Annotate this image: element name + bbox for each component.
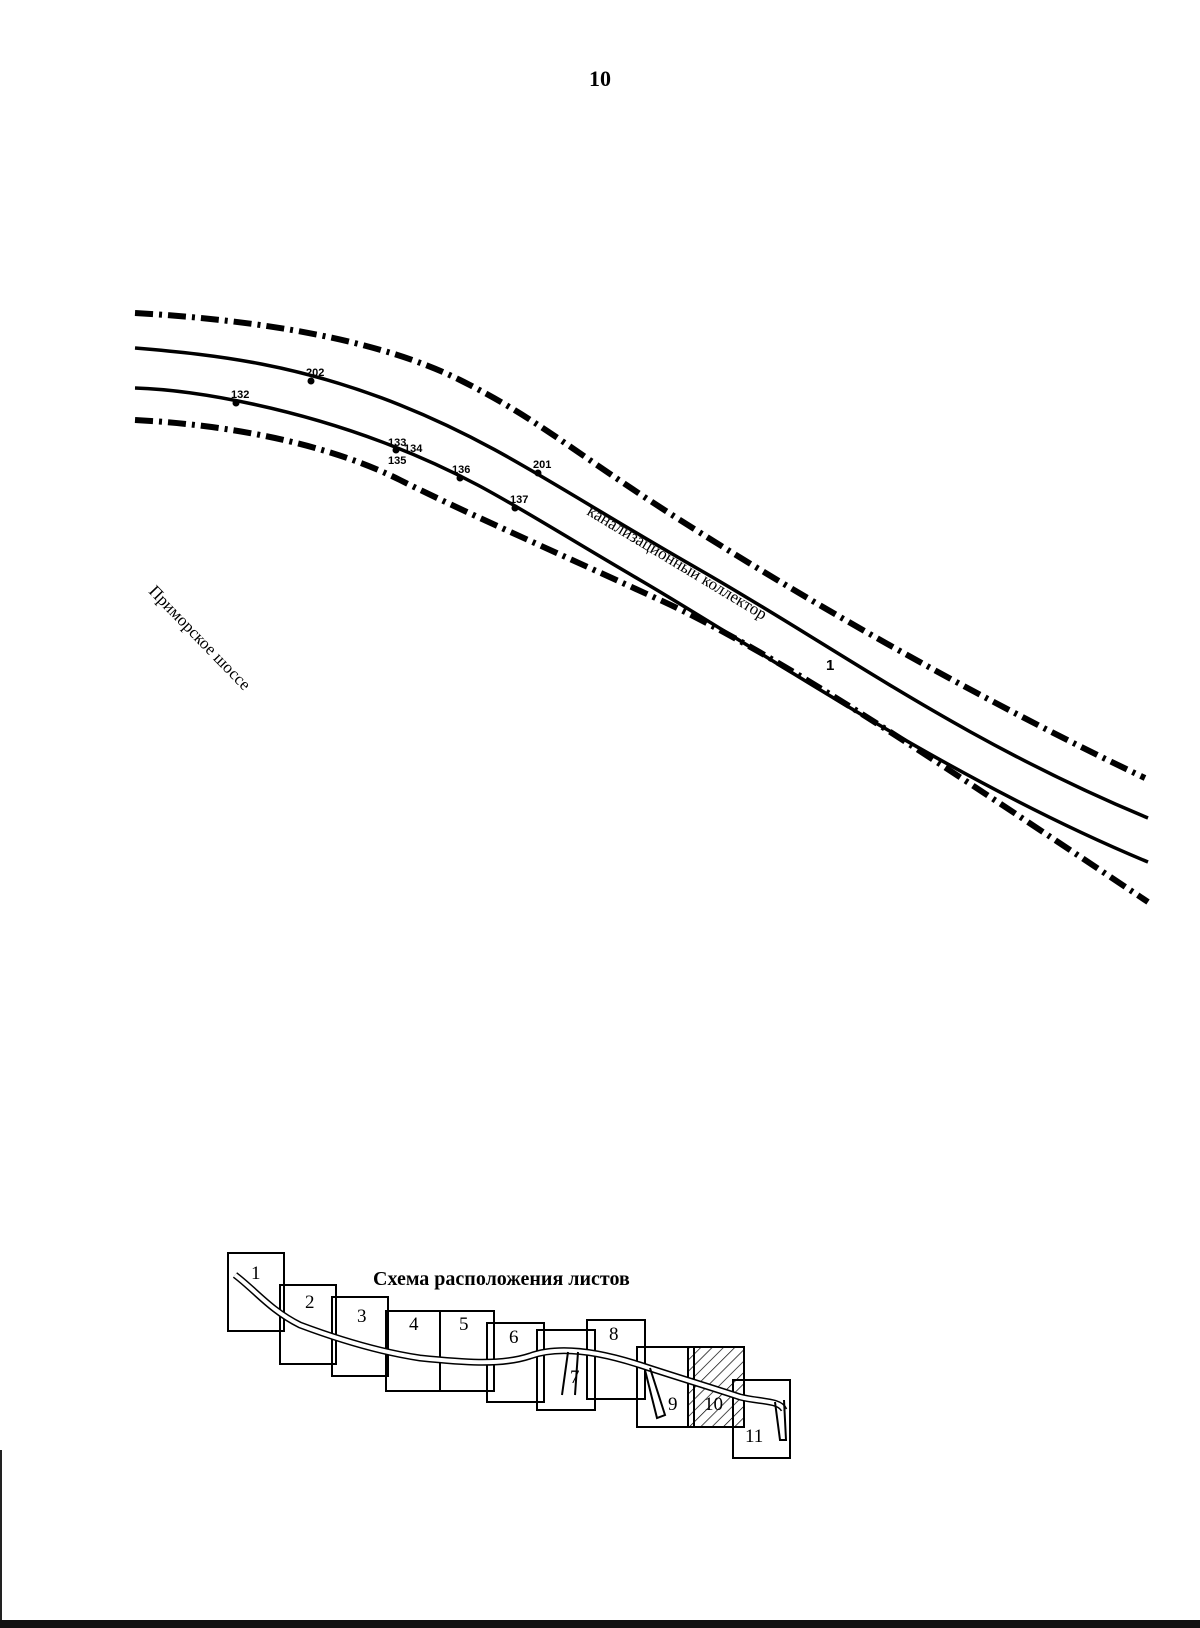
sheet-number-11: 11	[745, 1426, 763, 1447]
sheet-frame-9	[636, 1346, 695, 1428]
sheet-number-10: 10	[704, 1394, 723, 1415]
point-label-132: 132	[231, 389, 249, 401]
point-marker-136	[456, 474, 464, 482]
sheet-frame-8	[586, 1319, 646, 1400]
point-label-202: 202	[306, 367, 324, 379]
point-marker-201	[534, 469, 542, 477]
point-label-133: 133	[388, 437, 406, 449]
survey-points: 132 202 133 134 135 136 137 201	[231, 367, 551, 512]
scheme-branch-7	[561, 1351, 579, 1396]
sheet-layout-scheme: Схема расположения листов 1 2 3 4 5 6 7 …	[227, 1252, 791, 1459]
boundary-line-south	[134, 417, 1150, 905]
sheet-number-2: 2	[305, 1292, 315, 1313]
scheme-route-inner	[233, 1273, 786, 1412]
sheet-frame-11	[732, 1379, 791, 1459]
point-label-136: 136	[452, 464, 470, 476]
sheet-number-3: 3	[357, 1306, 367, 1327]
boundary-line-north	[134, 310, 1147, 781]
point-marker-202	[307, 377, 315, 385]
sheet-number-5: 5	[459, 1314, 469, 1335]
scheme-branch-11	[774, 1399, 788, 1441]
point-label-137: 137	[510, 494, 528, 506]
sheet-number-4: 4	[409, 1314, 419, 1335]
collector-number: 1	[826, 657, 834, 674]
sheet-number-1: 1	[251, 1263, 261, 1284]
collector-pipe-south	[134, 386, 1149, 864]
sheet-frame-7	[536, 1329, 596, 1411]
point-label-201: 201	[533, 459, 551, 471]
page-number: 10	[589, 66, 611, 91]
road-label: Приморское шоссе	[145, 582, 254, 694]
sheet-frame-5	[439, 1310, 495, 1392]
scan-edge-bottom	[0, 1620, 1200, 1628]
scheme-title: Схема расположения листов	[373, 1268, 630, 1290]
sheet-frame-1	[227, 1252, 285, 1332]
sheet-frame-2	[279, 1284, 337, 1365]
point-marker-132	[232, 399, 240, 407]
sheet-number-8: 8	[609, 1324, 619, 1345]
point-marker-137	[511, 504, 519, 512]
collector-pipe-north	[134, 346, 1149, 820]
point-label-134: 134	[404, 443, 423, 455]
scheme-branch-9	[644, 1367, 667, 1420]
sheet-number-7: 7	[570, 1367, 580, 1388]
sheet-number-6: 6	[509, 1327, 519, 1348]
point-label-135: 135	[388, 455, 406, 467]
scan-edge-left	[0, 1450, 2, 1628]
point-marker-133	[392, 446, 400, 454]
sheet-number-9: 9	[668, 1394, 678, 1415]
